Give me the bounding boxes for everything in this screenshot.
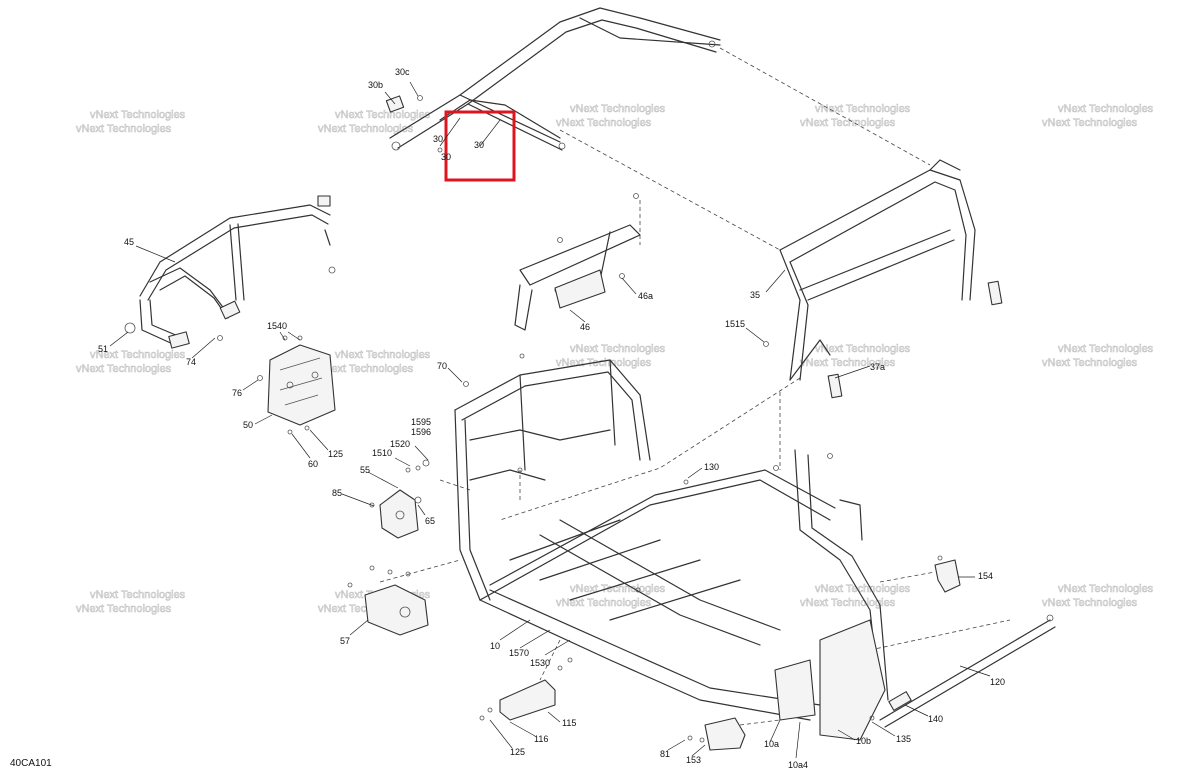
callout-55[interactable]: 55 [360,465,370,475]
callout-1540[interactable]: 1540 [267,321,287,331]
dashed-line [879,571,936,583]
watermark: vNext Technologies [570,343,666,355]
callout-1595[interactable]: 1595 [411,417,431,427]
callout-81[interactable]: 81 [660,749,670,759]
watermark: vNext Technologies [556,597,652,609]
callout-70[interactable]: 70 [437,361,447,371]
watermark: vNext Technologies [1058,343,1154,355]
watermark: vNext Technologies [90,109,186,121]
callout-1596[interactable]: 1596 [411,427,431,437]
watermark: vNext Technologies [90,349,186,361]
engine-mount-part-55[interactable] [369,459,430,539]
watermark: vNext Technologies [815,583,911,595]
watermark: vNext Technologies [556,117,652,129]
callout-57[interactable]: 57 [340,636,350,646]
mount-part-57[interactable] [347,565,429,636]
watermark: vNext Technologies [800,597,896,609]
bracket-part-153[interactable] [687,717,746,751]
watermark: vNext Technologies [1058,583,1154,595]
diagram-id: 40CA101 [10,758,52,769]
callout-37a[interactable]: 37a [870,362,885,372]
callout-1520[interactable]: 1520 [390,439,410,449]
assembly-dashed-lines [379,47,1011,726]
watermark: vNext Technologies [335,109,431,121]
callout-60[interactable]: 60 [308,459,318,469]
callout-76[interactable]: 76 [232,388,242,398]
watermark: vNext Technologies [318,123,414,135]
callout-10a[interactable]: 10a [764,739,779,749]
grab-bar-part[interactable] [124,195,336,349]
callout-30b[interactable]: 30b [368,80,383,90]
callout-30-lower[interactable]: 30 [441,152,451,162]
callout-1530[interactable]: 1530 [530,658,550,668]
bracket-part-46[interactable] [514,193,641,359]
main-frame-part[interactable] [454,359,889,741]
watermark: vNext Technologies [90,589,186,601]
watermark: vNext Technologies [318,363,414,375]
callout-1570[interactable]: 1570 [509,648,529,658]
watermark: vNext Technologies [800,357,896,369]
callout-85[interactable]: 85 [332,488,342,498]
roof-front-bar-part[interactable] [385,7,721,153]
callout-125-upper[interactable]: 125 [328,449,343,459]
dashed-line [869,619,1011,651]
dashed-line [499,377,801,521]
watermark: vNext Technologies [76,123,172,135]
callout-30-highlighted[interactable]: 30 [474,140,484,150]
dashed-line [539,639,561,681]
callout-1515[interactable]: 1515 [725,319,745,329]
callout-115[interactable]: 115 [562,718,576,728]
callout-135[interactable]: 135 [896,734,911,744]
callout-35[interactable]: 35 [750,290,760,300]
watermark: vNext Technologies [815,343,911,355]
callout-153[interactable]: 153 [686,755,701,765]
watermark: vNext Technologies [1058,103,1154,115]
rear-roof-frame-part[interactable] [763,159,1003,399]
dashed-line [559,129,781,251]
callout-45[interactable]: 45 [124,237,134,247]
callout-labels: 30c 30b 30 30 30 45 51 74 1540 76 50 60 … [10,67,1005,770]
watermark: vNext Technologies [1042,357,1138,369]
callout-30c[interactable]: 30c [395,67,410,77]
callout-10[interactable]: 10 [490,641,500,651]
bracket-part-50[interactable] [257,335,336,435]
callout-1510[interactable]: 1510 [372,448,392,458]
callout-50[interactable]: 50 [243,420,253,430]
bracket-part-115[interactable] [479,657,573,721]
callout-46a[interactable]: 46a [638,291,653,301]
dashed-line [439,479,471,491]
callout-120[interactable]: 120 [990,677,1005,687]
callout-51[interactable]: 51 [98,344,108,354]
watermark: vNext Technologies [570,103,666,115]
dashed-line [719,47,931,166]
callout-140[interactable]: 140 [928,714,943,724]
bracket-part-154[interactable] [934,555,961,593]
watermark: vNext Technologies [335,349,431,361]
callout-30-left[interactable]: 30 [433,134,443,144]
watermark: vNext Technologies [1042,117,1138,129]
watermark-group: vNext Technologies vNext Technologies vN… [76,103,1154,616]
watermark: vNext Technologies [800,117,896,129]
callout-10b[interactable]: 10b [856,736,871,746]
rod-part-120[interactable] [869,614,1056,728]
callout-130[interactable]: 130 [704,462,719,472]
callout-154[interactable]: 154 [978,571,993,581]
callout-46[interactable]: 46 [580,322,590,332]
callout-125-lower[interactable]: 125 [510,747,525,757]
watermark: vNext Technologies [1042,597,1138,609]
leader-lines [109,81,991,759]
callout-116[interactable]: 116 [534,734,548,744]
dashed-line [739,719,781,726]
watermark: vNext Technologies [815,103,911,115]
watermark: vNext Technologies [556,357,652,369]
callout-74[interactable]: 74 [186,357,196,367]
callout-10a4[interactable]: 10a4 [788,760,808,770]
watermark: vNext Technologies [76,363,172,375]
callout-65[interactable]: 65 [425,516,435,526]
watermark: vNext Technologies [76,603,172,615]
highlight-box-part-30 [444,110,516,182]
